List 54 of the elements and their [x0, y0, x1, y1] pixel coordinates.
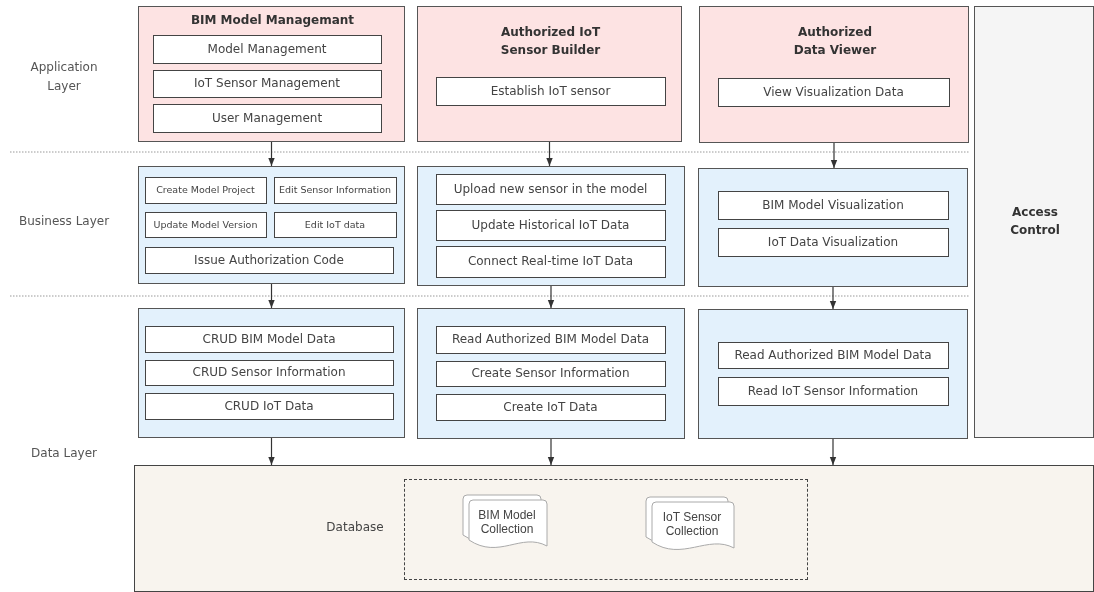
arrow: [268, 283, 275, 309]
function-box: Issue Authorization Code: [144, 246, 394, 274]
function-box: Read Authorized BIM Model Data: [717, 341, 949, 369]
function-box: CRUD BIM Model Data: [144, 325, 394, 353]
application-panel: [699, 6, 969, 143]
function-box: Read IoT Sensor Information: [717, 376, 949, 406]
arrow: [547, 438, 555, 466]
layer-label: Business Layer: [17, 213, 111, 230]
access-control-panel: [974, 6, 1094, 438]
panel-title: Authorized IoT Sensor Builder: [499, 24, 602, 59]
function-box: Create Sensor Information: [435, 360, 666, 387]
function-box: CRUD Sensor Information: [144, 359, 394, 386]
application-panel: [138, 6, 405, 142]
database-panel: [134, 465, 1094, 592]
function-box: Edit Sensor Information: [273, 176, 397, 204]
function-box: Establish IoT sensor: [435, 76, 666, 106]
application-panel: [417, 6, 682, 142]
arrow: [830, 142, 838, 169]
function-box: IoT Sensor Management: [152, 69, 382, 98]
layer-label: Data Layer: [30, 445, 98, 462]
database-label: Database: [325, 520, 385, 534]
function-box: View Visualization Data: [717, 77, 950, 107]
function-box: CRUD IoT Data: [144, 392, 394, 420]
panel-title: Access Control: [1009, 204, 1061, 239]
collection-label: BIM Model Collection: [477, 508, 537, 537]
panel-title: BIM Model Managemant: [189, 12, 356, 29]
arrow: [829, 286, 837, 310]
function-box: IoT Data Visualization: [717, 227, 949, 257]
function-box: BIM Model Visualization: [717, 190, 949, 220]
layer-panel: [138, 166, 405, 284]
function-box: Connect Real-time IoT Data: [435, 245, 666, 278]
dashed-group-box: [403, 478, 808, 580]
arrow: [547, 285, 555, 309]
function-box: Model Management: [152, 34, 382, 64]
function-box: Read Authorized BIM Model Data: [435, 325, 666, 354]
arrow: [829, 438, 837, 466]
arrow: [546, 141, 553, 167]
function-box: Create Model Project: [144, 176, 267, 204]
layer-panel: [698, 168, 968, 287]
layer-panel: [417, 308, 685, 439]
layer-panel: [698, 309, 968, 439]
function-box: Upload new sensor in the model: [435, 173, 666, 205]
layer-label: Application Layer: [29, 59, 99, 96]
arrow: [268, 437, 275, 466]
function-box: Create IoT Data: [435, 393, 666, 421]
function-box: Update Historical IoT Data: [435, 209, 666, 241]
collection-label: IoT Sensor Collection: [661, 510, 723, 539]
arrow: [268, 141, 275, 167]
panel-title: Authorized Data Viewer: [792, 24, 878, 59]
function-box: Edit IoT data: [273, 211, 397, 238]
function-box: User Management: [152, 103, 382, 133]
function-box: Update Model Version: [144, 211, 267, 238]
layer-panel: [138, 308, 405, 438]
layer-panel: [417, 166, 685, 286]
